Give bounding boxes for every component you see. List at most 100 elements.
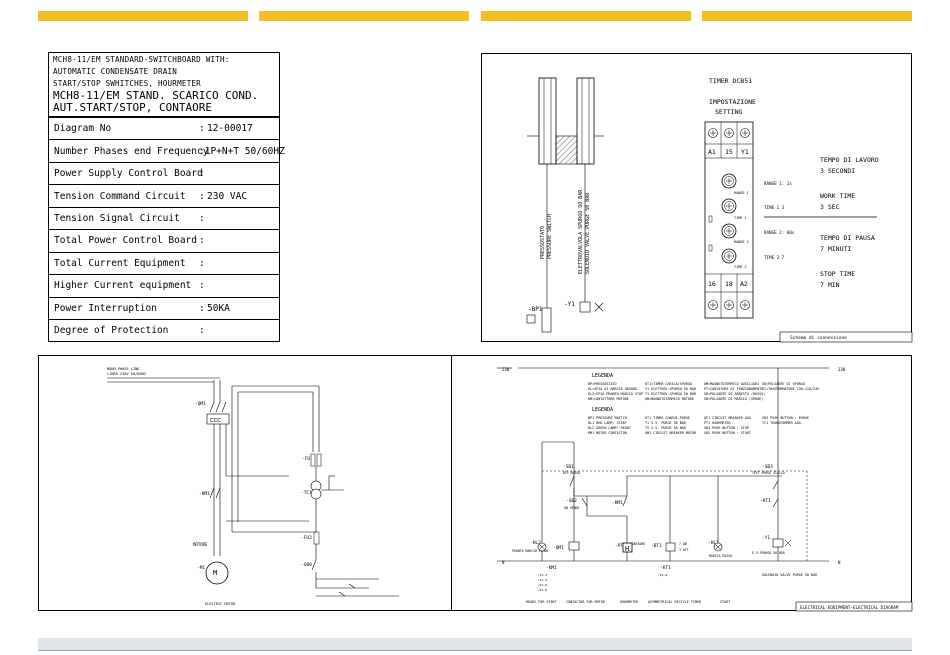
valve-symbol — [594, 302, 604, 312]
header-bar-4 — [702, 11, 912, 21]
legend-title: LEGENDA — [592, 407, 613, 413]
power-diagram-panel: MONO-PHASE LINE LINEA 230V 50/60HZ -QM1 … — [38, 355, 452, 611]
hl2-desc: PRONTO MARCIA VERDE — [512, 549, 549, 553]
bottom-label: CONTACTOR FOR MOTOR — [566, 600, 606, 604]
spec-row: Higher Current equipment: — [49, 274, 279, 296]
bt1-coil — [665, 542, 676, 552]
bt1-desc2: 3 OFF — [679, 548, 689, 552]
legend-item: TC=TRASFORMATORE 230-110/24V — [762, 387, 819, 391]
motor-tag: -M1 — [197, 565, 205, 571]
spec-colon: : — [199, 325, 205, 337]
bottom-label: SOLENOID VALVE PURGE 50 BAR — [762, 573, 818, 577]
contact-refs: /1S.3 /1S.4 /1S.6 /1S.8 /1S.8 — [538, 573, 667, 592]
led — [708, 215, 713, 223]
km1-coil-tag: -KM1 — [546, 565, 557, 571]
terminal-label: A1 — [708, 148, 716, 156]
setting-line: SETTING — [715, 108, 742, 116]
sb3-desc: TEST PURGE GIALLO — [752, 471, 785, 475]
supply-label: MONO-PHASE LINE — [107, 367, 139, 371]
control-diagram: 230 230 N N LEGENDA LEGENDA BP=PRESSOSTA… — [497, 367, 913, 612]
timer-title: TIMER DCB51 — [709, 77, 752, 85]
spec-colon: : — [199, 235, 205, 247]
terminal-label: 16 — [708, 280, 716, 288]
spec-label: Tension Command Circuit — [54, 190, 186, 202]
terminal-label: 18 — [725, 280, 733, 288]
dial-label: TIME 1 — [734, 216, 747, 220]
supply-label: LINEA 230V 50/60HZ — [107, 372, 147, 376]
spec-colon: : — [199, 123, 205, 135]
dial-label: RANGE 1 — [734, 191, 749, 195]
screw-slot — [742, 302, 748, 308]
contact — [338, 583, 356, 597]
legend-item: T1 ELETTROV.SPURGO 50 BAR — [645, 392, 697, 396]
terminal-label: Y1 — [741, 148, 749, 156]
pressure-switch-label: PRESSOSTATO — [540, 226, 546, 259]
hatched-block — [555, 135, 578, 165]
range2-text: RANGE 2: 60s — [764, 230, 795, 235]
pause-text: TEMPO DI PAUSA — [820, 234, 875, 242]
pressure-switch-tube — [538, 77, 557, 165]
y1-desc: E.V.SPURGO 50 BAR — [752, 551, 785, 555]
fu2-tag: -FU2 — [301, 535, 312, 541]
legend-item: T1 S.V. PURGE 50 BAR — [645, 421, 687, 425]
screw-slot — [710, 302, 716, 308]
km1-contact — [622, 495, 628, 507]
kt1-tag: -KT1 — [760, 498, 771, 504]
spec-label: Power Supply Control Board — [54, 168, 203, 180]
sb2-contact — [581, 497, 588, 507]
rail-label: 230 — [502, 367, 510, 372]
title-line: AUTOMATIC CONDENSATE DRAIN — [53, 67, 178, 76]
bt1-desc: 7 ON — [679, 542, 687, 546]
spec-table: MCH8-11/EM STANDARD-SWITCHBOARD WITH: AU… — [48, 52, 285, 343]
spec-row: Total Current Equipment: — [49, 251, 279, 274]
legend-item: KM=CONTATTORE MOTORE — [588, 397, 629, 401]
pause-text: 7 MIN — [820, 281, 840, 289]
qm1-label: -QM1 — [553, 545, 564, 551]
sb1-contact — [569, 475, 575, 487]
legend-item: QF1 CIRCUIT BREAKER AUX — [704, 416, 752, 420]
legend-item: T5 S.V. PURGE 50 BAR — [645, 426, 687, 430]
spec-colon: : — [199, 257, 205, 269]
screw-slot — [726, 302, 732, 308]
y1-tag: -Y1 — [762, 535, 770, 541]
sb3-tag: -SB3 — [762, 464, 773, 470]
hl1-cross — [714, 543, 722, 551]
kt1-coil-tag: -KT1 — [660, 565, 671, 571]
legend-item: KT1=TIMER CARICA/SPURGO — [645, 382, 692, 386]
spec-colon: : — [199, 212, 205, 224]
legend-item: BP1 PRESSURE SWITCH — [588, 416, 627, 420]
legend-item: HL2 GREEN LAMP: READY — [588, 426, 631, 430]
spec-label: Tension Signal Circuit — [54, 212, 180, 224]
qm1-coil — [568, 541, 580, 551]
caption-text: ELECTRICAL EQUIPMENT-ELECTRICAL DIAGRAM — [800, 605, 899, 610]
work-text: 3 SECONDI — [820, 167, 855, 175]
spec-label: Higher Current equipment — [54, 280, 192, 292]
spec-row: Diagram No:12-00017 — [49, 117, 279, 139]
spec-label: Total Current Equipment — [54, 257, 186, 269]
bp1-body — [541, 307, 552, 333]
dial-label: TIME 2 — [734, 265, 747, 269]
header-bar-1 — [38, 11, 248, 21]
qm1-symbol: ⊏⊏⊏ — [210, 417, 221, 424]
dial-label: RANGE 2 — [734, 240, 749, 244]
time1-text: TIME 1 3 — [764, 205, 785, 210]
pressure-switch-label: PRESSURE SWITCH — [547, 214, 553, 259]
screw-slot — [742, 130, 748, 136]
rail-label: 230 — [838, 367, 846, 372]
bottom-label: ASYMMETRICAL RECYCLE TIMER — [648, 600, 702, 604]
sb3-contact — [772, 480, 779, 490]
rail-label: N — [502, 560, 505, 565]
title-line: MCH8-11/EM STANDARD-SWITCHBOARD WITH: — [53, 55, 230, 64]
control-diagram-panel: 230 230 N N LEGENDA LEGENDA BP=PRESSOSTA… — [451, 355, 913, 612]
motor-label: MOTORE — [193, 542, 208, 547]
sb1-desc: OFF ROSSO — [563, 471, 580, 475]
screw-slot — [726, 130, 732, 136]
legend-item: SB3 PUSH BUTTON : PURGE — [762, 416, 809, 420]
range1-text: RANGE 1: 1s — [764, 181, 792, 186]
setting-line: IMPOSTAZIONE — [709, 98, 756, 106]
caption-text: Schema di connessione — [790, 335, 847, 341]
pause-text: STOP TIME — [820, 270, 855, 278]
pt1-desc: CONTAORE — [630, 542, 645, 546]
kt1-contact — [772, 498, 779, 508]
timer-body — [704, 121, 754, 319]
